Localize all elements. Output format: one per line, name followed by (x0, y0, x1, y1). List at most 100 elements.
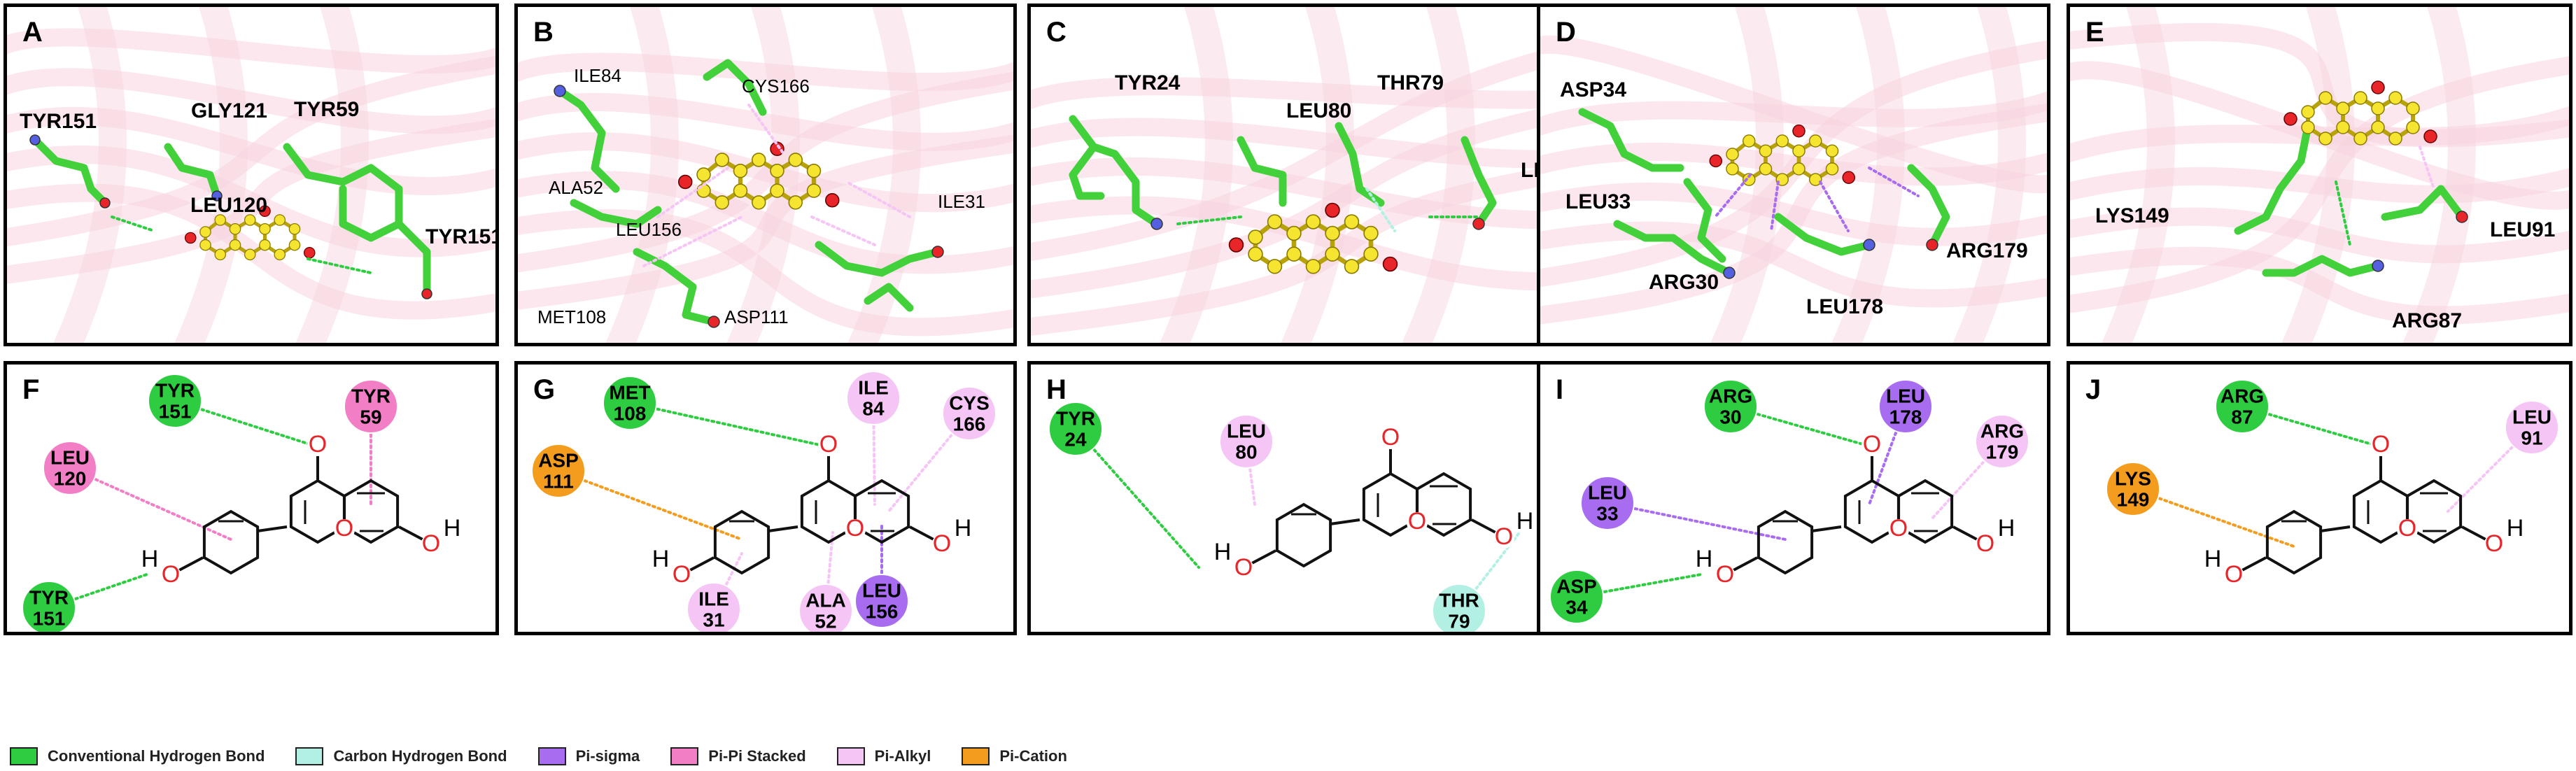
pi-alkyl-3d (747, 104, 785, 155)
residue-stick (1774, 213, 1873, 256)
residue-stick (2381, 185, 2466, 221)
residue-number: 84 (862, 397, 885, 419)
residue-label: ARG179 (1946, 239, 2028, 262)
residue-stick (2234, 122, 2312, 235)
residue-name: ARG (1980, 420, 2024, 441)
residue-bubble: ALA52 (798, 583, 853, 632)
residue-bubble: LEU33 (1580, 476, 1635, 530)
legend-swatch (670, 747, 699, 765)
hydrogen-atom: H (2507, 515, 2524, 542)
legend-swatch (537, 747, 566, 765)
residue-label: LEU80 (1286, 99, 1351, 122)
atom (708, 316, 720, 328)
panel-label: C (1046, 17, 1067, 48)
hydrogen-atom: H (955, 515, 972, 542)
pi-sigma-3d (1770, 181, 1780, 232)
residue-stick (1907, 164, 1950, 249)
panel-label: J (2085, 374, 2102, 405)
residue-name: TYR (351, 385, 390, 406)
legend-item: Pi-sigma (537, 747, 640, 765)
oxygen-atom: O (2398, 515, 2416, 542)
residue-bubble: ILE31 (687, 582, 741, 632)
residue-number: 91 (2521, 427, 2542, 448)
residue-label: MET108 (537, 306, 606, 327)
residue-number: 166 (953, 413, 986, 434)
h-bond-3d (307, 257, 372, 274)
oxygen-atom: O (1976, 530, 1994, 557)
pi-alkyl-3d (810, 215, 876, 246)
legend-item: Pi-Alkyl (836, 747, 931, 765)
panel-label: G (533, 374, 556, 405)
oxygen-atom: O (309, 431, 327, 458)
residue-bubble: LYS149 (2106, 462, 2160, 516)
oxygen-atom: O (1408, 508, 1426, 535)
oxygen-atom: O (819, 431, 838, 458)
residue-name: TYR (29, 586, 69, 608)
oxygen-atom: O (2372, 431, 2390, 458)
residue-stick (31, 136, 109, 207)
residue-number: 52 (815, 610, 836, 632)
residue-name: LEU (2512, 406, 2552, 427)
legend-label: Carbon Hydrogen Bond (333, 747, 507, 765)
oxygen-atom: O (422, 530, 440, 557)
interaction-conventional (1074, 427, 1200, 569)
h-bond-3d (111, 215, 155, 232)
residue-name: MET (609, 381, 650, 403)
legend-item: Carbon Hydrogen Bond (295, 747, 507, 765)
residue-label: LEU156 (616, 219, 682, 240)
residue-bubble-circle (2505, 400, 2559, 455)
residue-stick (1461, 136, 1497, 228)
ligand-ball-stick (2283, 80, 2437, 146)
residue-number: 151 (33, 607, 66, 629)
residue-bubble: ARG30 (1703, 379, 1758, 434)
residue-bubble-circle (22, 581, 76, 632)
residue-stick (815, 241, 942, 277)
residue-label: ARG30 (1649, 271, 1719, 294)
residue-stick (864, 283, 914, 312)
residue-bubble-circle (148, 374, 202, 428)
atom (931, 246, 944, 258)
residue-name: LEU (1588, 481, 1627, 503)
residue-name: TYR (155, 379, 195, 401)
residue-name: LEU (1227, 420, 1266, 441)
hydrogen-atom: H (2204, 546, 2222, 572)
legend-label: Pi-Cation (999, 747, 1067, 765)
atom (554, 85, 566, 97)
c-h-bond-3d (1365, 188, 1396, 232)
h-bond-3d (1176, 215, 1242, 225)
ligand-ball-stick (678, 141, 840, 210)
atom (2372, 260, 2384, 272)
atom (1926, 239, 1938, 251)
residue-label: LEU33 (1565, 190, 1631, 213)
residue-label: TYR151 (20, 110, 97, 133)
panel-label: A (22, 17, 43, 48)
panel-label: I (1556, 374, 1564, 405)
residue-bubble: TYR151 (148, 374, 202, 428)
pi-alkyl-3d (2419, 146, 2435, 190)
residue-bubble: ASP111 (531, 444, 586, 498)
residue-label: CYS166 (742, 76, 810, 97)
residue-stick (2262, 255, 2382, 277)
residue-name: CYS (949, 392, 990, 413)
residue-name: ARG (1709, 385, 1752, 406)
residue-number: 79 (1448, 610, 1470, 632)
residue-bubble-circle (1219, 414, 1274, 469)
residue-label: ALA52 (549, 177, 603, 198)
legend-item: Pi-Cation (962, 747, 1067, 765)
interaction-conventional (628, 402, 831, 448)
pi-sigma-3d (1714, 174, 1752, 218)
h-bond-3d (2335, 181, 2351, 246)
residue-number: 30 (1719, 406, 1741, 427)
atom (2456, 211, 2468, 223)
